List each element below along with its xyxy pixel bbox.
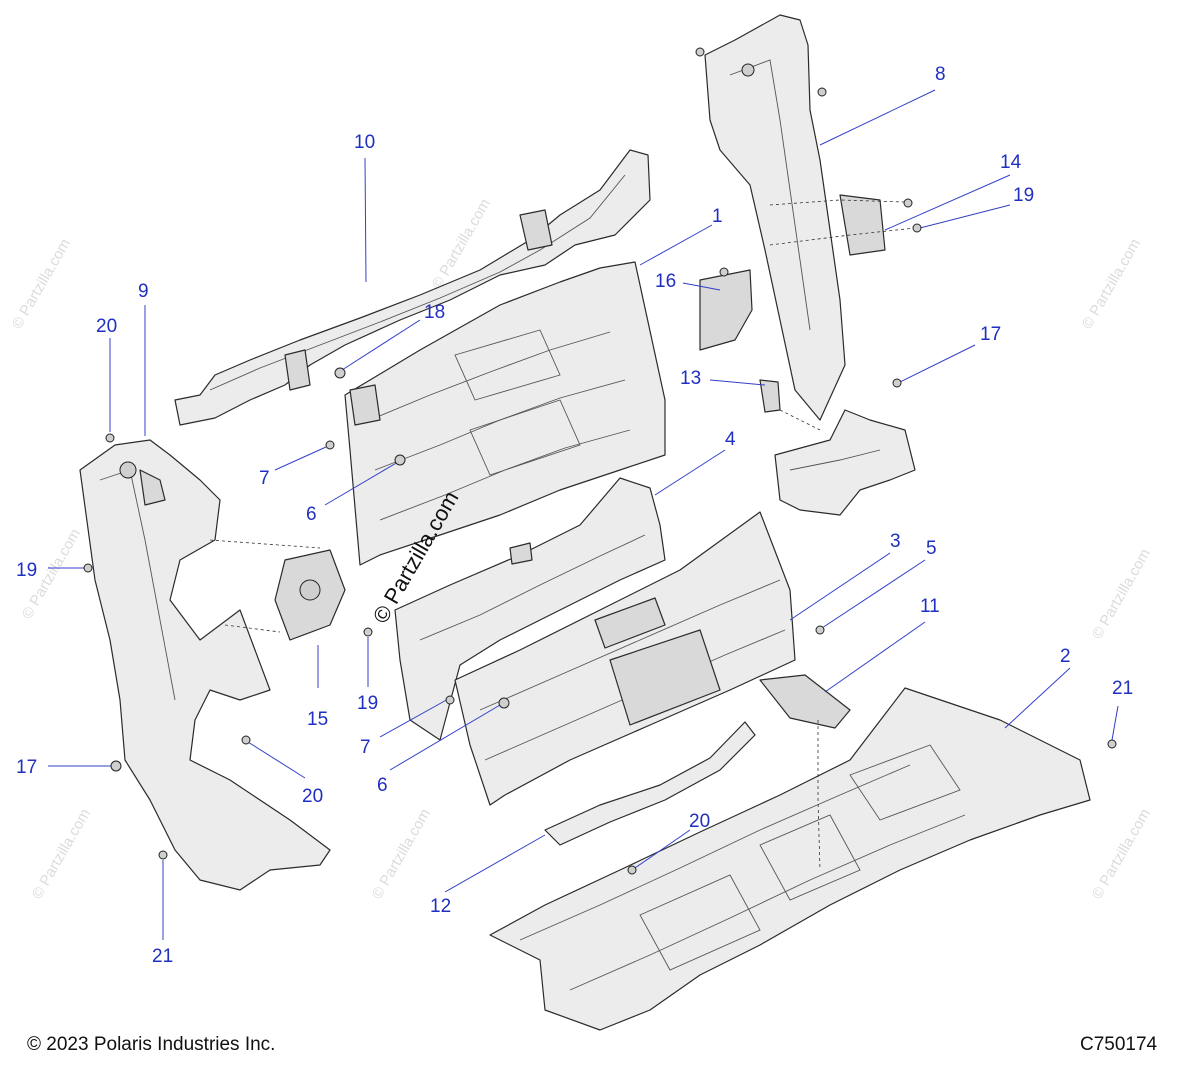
callout-11: 11 <box>920 596 940 617</box>
callout-9: 9 <box>138 281 149 302</box>
watermark-tile: © Partzilla.com <box>369 806 434 902</box>
leader-lines <box>48 89 1119 940</box>
fastener-icon <box>1107 739 1117 749</box>
part-16-cover <box>699 269 753 351</box>
fastener-icon <box>158 850 168 860</box>
part-10-upper-trim <box>174 149 651 426</box>
callout-4: 4 <box>725 429 736 450</box>
fastener-icon <box>695 47 705 57</box>
callout-7-upper: 7 <box>259 468 270 489</box>
fastener-icon <box>892 378 902 388</box>
fastener-icon <box>445 695 455 705</box>
callout-3: 3 <box>890 531 901 552</box>
part-4-middle-panel <box>394 477 666 741</box>
part-2-floor-panel <box>489 687 1091 1031</box>
fastener-icon <box>498 697 510 709</box>
callout-21-left: 21 <box>152 946 173 967</box>
fastener-icon <box>241 735 251 745</box>
part-12-strip <box>544 721 756 846</box>
fastener-icon <box>105 433 115 443</box>
part-15-bracket <box>274 549 346 641</box>
callout-labels: 1 2 3 4 5 6 6 7 7 8 9 10 11 12 13 14 15 … <box>16 64 1133 967</box>
fastener-icon <box>912 223 922 233</box>
callout-21-right: 21 <box>1112 678 1133 699</box>
callout-6-lower: 6 <box>377 775 388 796</box>
callout-13: 13 <box>680 368 701 389</box>
part-8-right-pillar <box>704 14 846 421</box>
callout-6-upper: 6 <box>306 504 317 525</box>
callout-19-mid: 19 <box>357 693 378 714</box>
callout-20-left: 20 <box>96 316 117 337</box>
fastener-icon <box>903 198 913 208</box>
copyright-text: © 2023 Polaris Industries Inc. <box>27 1034 275 1055</box>
alignment-lines <box>209 199 916 871</box>
callout-17-right: 17 <box>980 324 1001 345</box>
callout-12: 12 <box>430 896 451 917</box>
fastener-icon <box>394 454 406 466</box>
fastener-icon <box>83 563 93 573</box>
callout-15: 15 <box>307 709 328 730</box>
fastener-icon <box>334 367 346 379</box>
callout-20-floor: 20 <box>689 811 710 832</box>
fastener-icon <box>627 865 637 875</box>
watermark-tile: © Partzilla.com <box>1089 806 1154 902</box>
fastener-icon <box>110 760 122 772</box>
part-1-upper-panel <box>344 261 666 566</box>
fastener-icon <box>719 267 729 277</box>
fasteners <box>83 47 1117 875</box>
part-14-bracket <box>839 194 886 256</box>
watermark-tile: © Partzilla.com <box>1089 546 1154 642</box>
watermark-tile: © Partzilla.com <box>29 806 94 902</box>
callout-2: 2 <box>1060 646 1071 667</box>
callout-5: 5 <box>926 538 937 559</box>
watermark-tile: © Partzilla.com <box>9 236 74 332</box>
fastener-icon <box>363 627 373 637</box>
callout-8: 8 <box>935 64 946 85</box>
callout-7-lower: 7 <box>360 737 371 758</box>
part-8-lower-extension <box>774 409 916 516</box>
callout-18: 18 <box>424 302 445 323</box>
callout-20-mid: 20 <box>302 786 323 807</box>
part-9-left-pillar <box>79 439 331 891</box>
callout-10: 10 <box>354 132 375 153</box>
callout-19-left: 19 <box>16 560 37 581</box>
watermark-tile: © Partzilla.com <box>1079 236 1144 332</box>
callout-14: 14 <box>1000 152 1022 173</box>
part-3-front-panel <box>454 511 796 806</box>
callout-16: 16 <box>655 271 676 292</box>
diagram-code: C750174 <box>1080 1034 1158 1055</box>
callout-17-left: 17 <box>16 757 37 778</box>
part-11-pad <box>759 674 851 729</box>
callout-19-right: 19 <box>1013 185 1034 206</box>
callout-1: 1 <box>712 206 723 227</box>
fastener-icon <box>815 625 825 635</box>
fastener-icon <box>817 87 827 97</box>
fastener-icon <box>325 440 335 450</box>
